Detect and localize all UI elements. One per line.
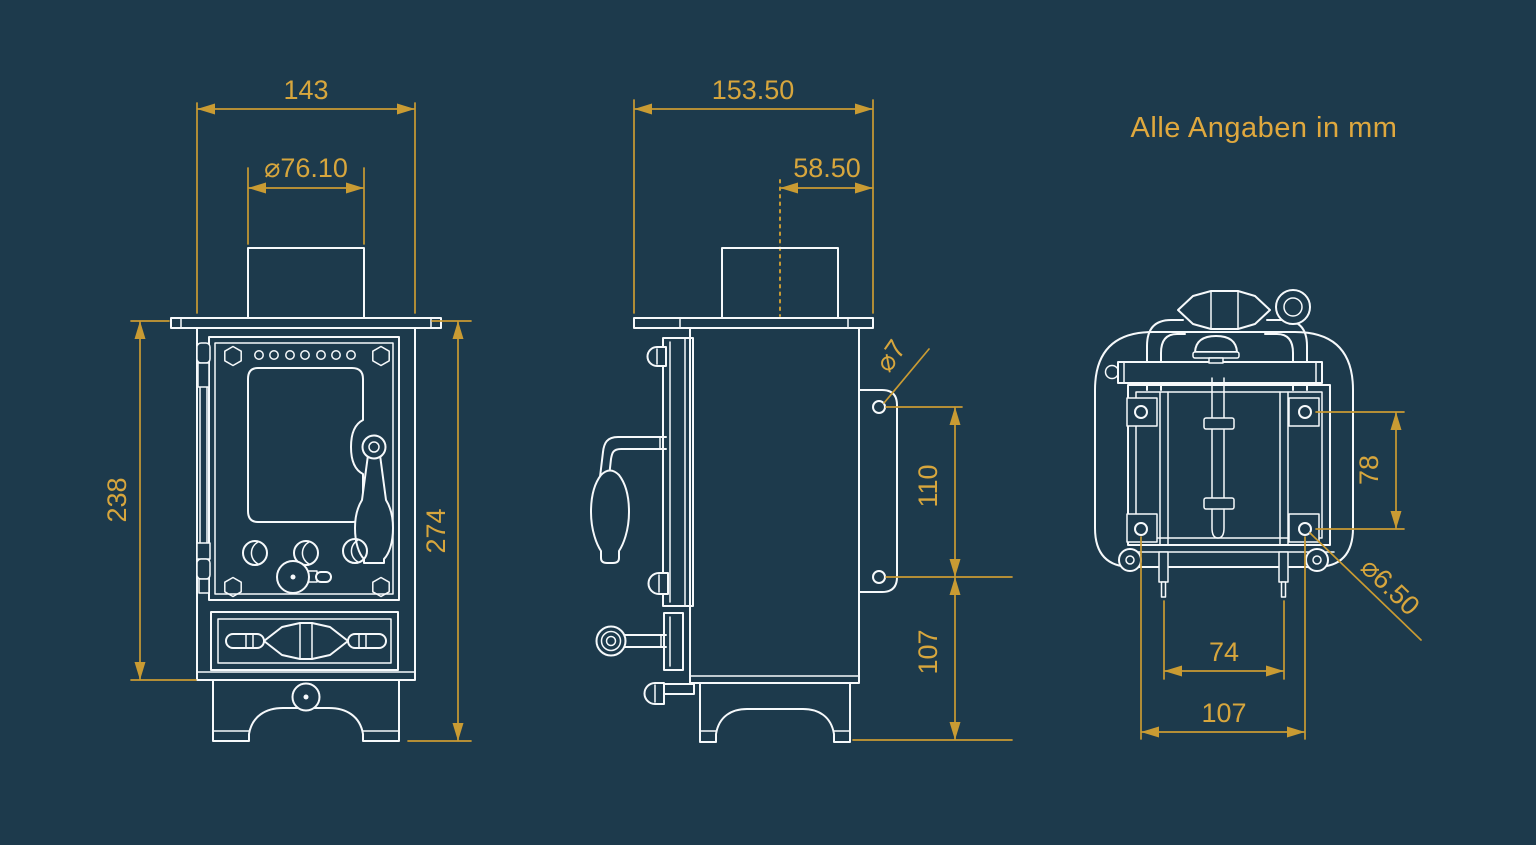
dim-side-hole-to-floor: 107 [852, 576, 1013, 741]
dim-side-hole-spacing: 110 [885, 406, 1013, 578]
ash-pan-pin [643, 682, 695, 705]
legs [212, 679, 400, 742]
door-handle-profile [590, 436, 667, 564]
dim-front-width: 143 [196, 75, 416, 314]
top-rail [1117, 361, 1323, 384]
back-panel [1127, 384, 1331, 546]
drawer-profile [663, 612, 684, 671]
mounting-bracket [858, 389, 898, 593]
dim-rear-hole-diameter: ⌀6.50 [1309, 532, 1425, 641]
side-ear [1104, 364, 1120, 380]
flue-pipe [247, 247, 365, 319]
dim-label: 58.50 [793, 153, 861, 183]
hinge-pin-top [646, 346, 667, 367]
rear-legs [1158, 551, 1289, 598]
dim-label: 107 [1201, 698, 1246, 728]
dim-label: ⌀76.10 [264, 153, 348, 183]
dim-label: 274 [421, 508, 451, 553]
door-profile [662, 337, 694, 607]
units-note: Alle Angaben in mm [1131, 112, 1398, 144]
feet [1118, 548, 1329, 572]
top-plate [633, 317, 874, 329]
dim-label: 78 [1354, 455, 1384, 485]
dim-label: 107 [913, 629, 943, 674]
dim-front-flue-diameter: ⌀76.10 [247, 153, 365, 245]
dim-side-flue-offset: 58.50 [779, 153, 874, 194]
top-plate [170, 317, 442, 329]
hinge-pin-bottom [647, 572, 669, 595]
dim-front-total-height: 274 [407, 320, 472, 742]
air-knob-profile [595, 625, 667, 657]
damper-knob [1192, 335, 1240, 364]
air-control-knobs [242, 538, 368, 566]
dim-label: 74 [1209, 637, 1239, 667]
door-frame [208, 336, 400, 601]
door-bolts [224, 345, 390, 598]
legs-profile [699, 682, 851, 743]
door-handle [354, 434, 394, 564]
damper-dial [276, 560, 332, 594]
door-window [247, 367, 364, 523]
stove-body [689, 327, 860, 684]
carry-handle [1146, 289, 1311, 391]
dim-label: 238 [102, 477, 132, 522]
damper-rod [1203, 377, 1235, 539]
dim-rear-hole-vertical-spacing: 78 [1315, 411, 1405, 530]
dim-side-depth: 153.50 [633, 75, 874, 314]
drawer-handle [225, 622, 387, 660]
door-hinge [196, 342, 211, 594]
dim-rear-leg-spacing: 74 [1163, 600, 1285, 680]
dim-front-body-height: 238 [102, 320, 197, 681]
side-view: 153.50 58.50 ⌀7 110 107 [590, 75, 1013, 743]
dim-rear-hole-horizontal-spacing: 107 [1140, 536, 1306, 740]
dim-side-hole-diameter: ⌀7 [869, 334, 930, 404]
dim-label: ⌀7 [869, 334, 912, 377]
air-holes [254, 350, 356, 360]
stove-body [196, 327, 416, 681]
dim-label: 153.50 [712, 75, 795, 105]
flue-collar [721, 247, 839, 319]
dim-label: 143 [283, 75, 328, 105]
ash-drawer [210, 611, 399, 671]
dim-label: 110 [913, 464, 943, 507]
handle-ring [1275, 289, 1311, 325]
leg-lines [1159, 391, 1289, 546]
front-view: 143 ⌀76.10 238 274 [102, 75, 472, 742]
rear-view: 78 ⌀6.50 74 107 [1094, 289, 1425, 740]
